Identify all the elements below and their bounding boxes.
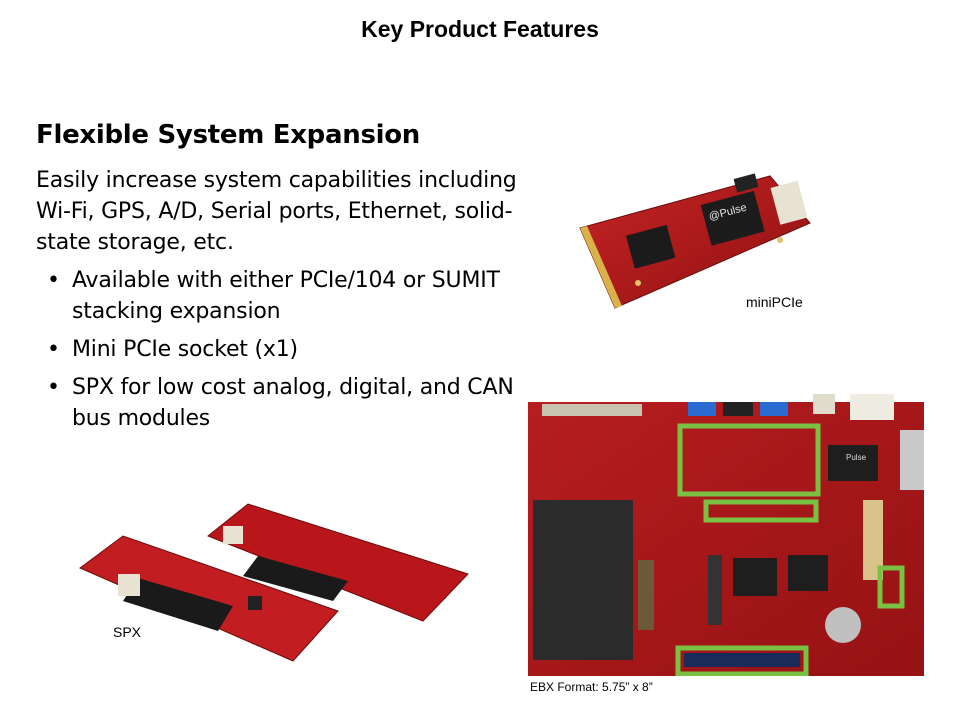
spx-modules-image <box>79 503 469 662</box>
feature-item: SPX for low cost analog, digital, and CA… <box>36 372 526 434</box>
ebx-board-image: Pulse <box>528 394 924 676</box>
minipcie-card-image: @Pulse <box>579 173 811 309</box>
ebx-caption: EBX Format: 5.75” x 8” <box>530 680 653 694</box>
section-heading: Flexible System Expansion <box>36 120 421 150</box>
feature-item: Available with either PCIe/104 or SUMIT … <box>36 265 526 327</box>
minipcie-caption: miniPCIe <box>746 294 803 310</box>
intro-paragraph: Easily increase system capabilities incl… <box>36 168 517 255</box>
spx-caption: SPX <box>113 624 142 640</box>
feature-list: Available with either PCIe/104 or SUMIT … <box>36 265 526 441</box>
chip-label: Pulse <box>846 453 867 462</box>
slide-title: Key Product Features <box>361 16 599 42</box>
feature-item: Mini PCIe socket (x1) <box>36 334 526 365</box>
